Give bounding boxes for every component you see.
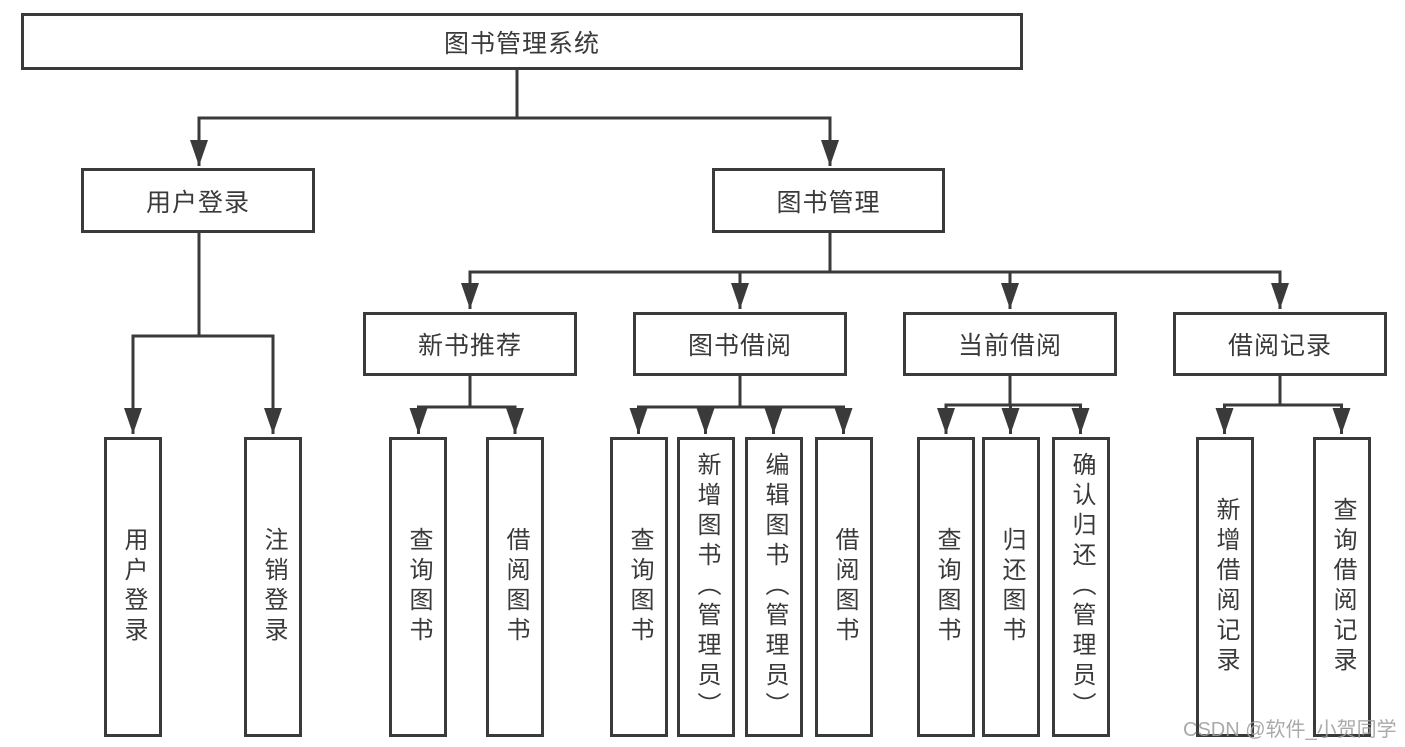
node-query-books-1: 查询图书 bbox=[389, 437, 447, 737]
leaf-label: 用户登录 bbox=[120, 527, 147, 647]
leaf-label: 确认归还（管理员） bbox=[1068, 452, 1095, 722]
leaf-label: 注销登录 bbox=[260, 527, 287, 647]
node-user-login: 用户登录 bbox=[81, 168, 315, 233]
leaf-label: 查询图书 bbox=[626, 527, 653, 647]
node-current-borrowing: 当前借阅 bbox=[903, 312, 1117, 376]
node-borrowing-records: 借阅记录 bbox=[1173, 312, 1387, 376]
node-add-book-admin: 新增图书（管理员） bbox=[677, 437, 735, 737]
node-new-book-recommend: 新书推荐 bbox=[363, 312, 577, 376]
node-book-management: 图书管理 bbox=[712, 168, 945, 233]
node-query-books-3: 查询图书 bbox=[917, 437, 975, 737]
node-add-borrow-record: 新增借阅记录 bbox=[1196, 437, 1254, 737]
node-library-management-system: 图书管理系统 bbox=[21, 13, 1023, 70]
leaf-label: 借阅图书 bbox=[831, 527, 858, 647]
node-query-borrow-record: 查询借阅记录 bbox=[1313, 437, 1371, 737]
node-user-login-leaf: 用户登录 bbox=[104, 437, 162, 737]
node-confirm-return-admin: 确认归还（管理员） bbox=[1052, 437, 1110, 737]
node-logout: 注销登录 bbox=[244, 437, 302, 737]
leaf-label: 新增借阅记录 bbox=[1212, 497, 1239, 677]
node-query-books-2: 查询图书 bbox=[610, 437, 668, 737]
watermark-text: CSDN @软件_小贺同学 bbox=[1183, 719, 1397, 741]
leaf-label: 查询借阅记录 bbox=[1329, 497, 1356, 677]
leaf-label: 查询图书 bbox=[405, 527, 432, 647]
node-borrow-books-2: 借阅图书 bbox=[815, 437, 873, 737]
leaf-label: 编辑图书（管理员） bbox=[761, 452, 788, 722]
node-return-books: 归还图书 bbox=[982, 437, 1040, 737]
node-edit-book-admin: 编辑图书（管理员） bbox=[745, 437, 803, 737]
leaf-label: 归还图书 bbox=[998, 527, 1025, 647]
node-borrow-books-1: 借阅图书 bbox=[486, 437, 544, 737]
leaf-label: 新增图书（管理员） bbox=[693, 452, 720, 722]
leaf-label: 借阅图书 bbox=[502, 527, 529, 647]
leaf-label: 查询图书 bbox=[933, 527, 960, 647]
node-book-borrowing: 图书借阅 bbox=[633, 312, 847, 376]
